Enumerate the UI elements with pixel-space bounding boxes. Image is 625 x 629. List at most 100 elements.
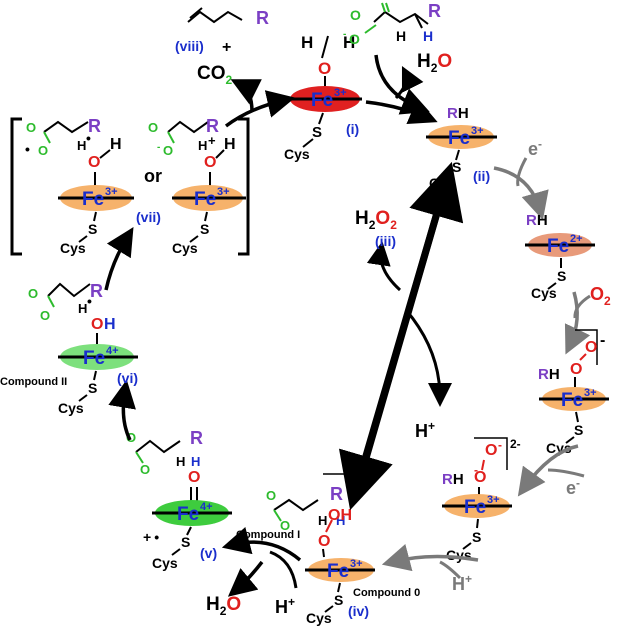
svg-text:+: + (208, 133, 216, 148)
svg-text:-: - (157, 142, 160, 153)
svg-text:O: O (280, 518, 290, 533)
iron-charge: 3+ (334, 87, 347, 99)
water-bottom: H2O (206, 594, 241, 618)
h2o2-label: H2O2 (355, 208, 397, 232)
water-oxygen: O (318, 59, 331, 78)
svg-text:O: O (26, 120, 36, 135)
cycle-arrow-cpdII-vii (104, 227, 134, 291)
svg-text:Cys: Cys (172, 240, 198, 256)
svg-text:O: O (485, 442, 497, 459)
cycle-arrow-peroxo-cpd0 (381, 544, 479, 572)
label-viii: (viii) (175, 38, 204, 54)
svg-text:O: O (28, 286, 38, 301)
svg-text:H: H (110, 136, 122, 153)
sulfur: S (312, 124, 322, 141)
svg-text:Fe: Fe (194, 189, 216, 210)
svg-text:3+: 3+ (584, 387, 597, 399)
water-release-arrow-2 (227, 560, 264, 597)
svg-text:O: O (204, 154, 216, 171)
proton-black-bottom: H+ (275, 595, 295, 617)
svg-text:3+: 3+ (105, 186, 118, 198)
label-iv: (iv) (348, 603, 369, 619)
svg-text:-: - (474, 463, 478, 477)
or-label: or (144, 166, 162, 186)
compound-ii-label: Compound II (0, 376, 67, 388)
svg-text:Cys: Cys (58, 400, 84, 416)
svg-text:Cys: Cys (446, 547, 472, 563)
svg-text:RH: RH (538, 366, 560, 383)
cys: Cys (284, 146, 310, 162)
svg-text:Fe: Fe (82, 189, 104, 210)
svg-text:S: S (88, 221, 97, 237)
svg-text:R: R (90, 281, 103, 301)
svg-text:•: • (87, 293, 92, 309)
substrate-v: O O R H H (126, 428, 203, 477)
water-h-left: H (301, 33, 313, 52)
svg-text:•: • (86, 130, 91, 146)
svg-text:-: - (343, 29, 346, 40)
rh-label: RH (447, 105, 469, 122)
svg-text:S: S (452, 159, 461, 175)
cycle-arrow-i-ii (365, 98, 438, 124)
svg-text:O: O (570, 361, 582, 378)
h2o2-arrow (366, 241, 402, 292)
species-fe2: RH Fe 2+ S Cys (525, 212, 595, 301)
svg-text:O: O (188, 469, 200, 486)
svg-text:O: O (163, 143, 173, 158)
svg-text:4+: 4+ (106, 345, 119, 357)
svg-text:S: S (574, 422, 583, 438)
svg-text:R: R (330, 484, 343, 504)
charge-2minus: 2- (510, 437, 521, 451)
water-release-arrow (394, 65, 424, 99)
h-plus-arrow (404, 309, 452, 407)
svg-text:O: O (126, 430, 136, 445)
carboxyl-o: O (350, 7, 361, 23)
svg-text:H: H (224, 136, 236, 153)
species-superoxo: - O O RH Fe 3+ S Cys (538, 329, 609, 456)
peroxide-shunt-arrow-down (338, 181, 450, 511)
svg-text:-: - (498, 438, 502, 452)
svg-text:R: R (206, 116, 219, 136)
substrate-top: O O - R H H (343, 1, 441, 47)
label-ii: (ii) (473, 168, 490, 184)
product-viii: R (viii) + CO2 (175, 7, 269, 87)
svg-text:Cys: Cys (152, 555, 178, 571)
svg-text:3+: 3+ (217, 186, 230, 198)
cycle-arrow-vii-i (224, 90, 296, 128)
species-i: H H O Fe 3+ S Cys (i) (284, 33, 362, 162)
bond (321, 35, 329, 59)
svg-text:Fe: Fe (561, 390, 583, 411)
svg-text:S: S (472, 529, 481, 545)
svg-text:H: H (318, 513, 327, 528)
iron-label: Fe (311, 90, 333, 111)
bond (318, 112, 324, 125)
label-vii: (vii) (136, 209, 161, 225)
svg-text:H: H (176, 454, 185, 469)
bond (302, 138, 314, 148)
svg-text:+: + (222, 39, 231, 56)
svg-text:O: O (474, 469, 486, 486)
species-iv: O O R H H - OH O Fe 3+ Compound 0 S Cys … (266, 473, 420, 626)
svg-text:-: - (600, 332, 605, 349)
svg-text:S: S (200, 221, 209, 237)
svg-text:Fe: Fe (547, 236, 569, 257)
svg-text:S: S (181, 534, 190, 550)
svg-text:RH: RH (526, 212, 548, 229)
cycle-arrow-ii-fe2 (493, 166, 549, 221)
svg-text:O: O (91, 316, 103, 333)
species-vi: O O R H • O H Fe 4+ Compound II S Cys (v… (0, 281, 138, 416)
svg-text:+•: +• (143, 529, 159, 545)
svg-text:•: • (25, 141, 30, 157)
svg-text:O: O (40, 308, 50, 323)
svg-text:Fe: Fe (83, 348, 105, 369)
svg-text:R: R (190, 428, 203, 448)
svg-text:H: H (336, 513, 345, 528)
compound-i-label: Compound I (236, 529, 300, 541)
svg-text:Cys: Cys (306, 610, 332, 626)
svg-text:S: S (88, 380, 97, 396)
svg-text:Fe: Fe (177, 504, 199, 525)
label-v: (v) (200, 545, 217, 561)
svg-text:O: O (585, 339, 597, 356)
water-h-right: H (343, 33, 355, 52)
